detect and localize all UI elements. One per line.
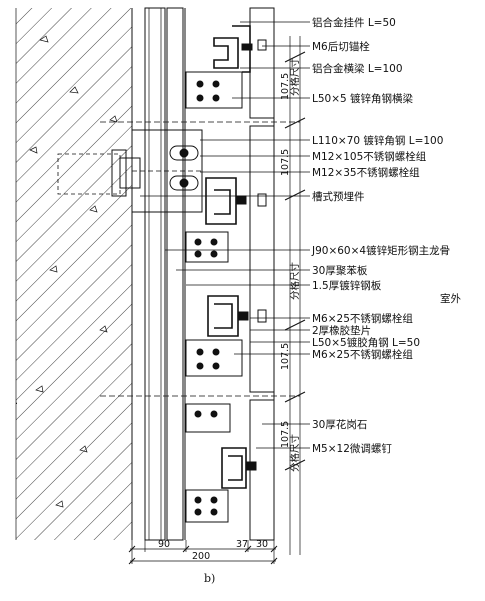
label-7: 槽式预埋件 [312, 190, 365, 203]
hanger-assembly-middle [185, 177, 267, 263]
label-2: 铝合金横梁 L=100 [312, 62, 403, 75]
hanger-assembly-bottom [185, 403, 257, 523]
dim-mid-107: 107.5 [280, 149, 291, 176]
label-1: M6后切锚栓 [312, 40, 370, 53]
polystyrene-board [166, 7, 184, 541]
label-14: M6×25不锈钢螺栓组 [312, 348, 413, 361]
exterior-label: 室外 [440, 292, 461, 305]
dim-low-107: 107.5 [280, 343, 291, 370]
wall-mark: · [15, 399, 18, 410]
bottom-dimension-lines [128, 540, 278, 565]
side-dimension-texts: 107.5 分格尺寸 107.5 分格尺寸 107.5 107.5 分格尺寸 [280, 57, 301, 472]
embedded-channel-bracket [57, 129, 203, 213]
bottom-dimension-texts: 90 37 30 200 [158, 539, 268, 562]
label-4: L110×70 镀锌角钢 L=100 [312, 134, 443, 147]
leader-lines [140, 21, 310, 449]
dim-mid-grid: 分格尺寸 [289, 261, 301, 300]
dim-bottom-grid: 分格尺寸 [289, 433, 301, 472]
label-6: M12×35不锈钢螺栓组 [312, 166, 420, 179]
label-0: 铝合金挂件 L=50 [312, 16, 396, 29]
label-13: L50×5镀胶角钢 L=50 [312, 336, 420, 349]
hanger-assembly-lower [185, 295, 267, 377]
vertical-dimension-lines [284, 36, 306, 555]
dim-200: 200 [192, 551, 210, 562]
dim-30: 30 [256, 539, 268, 550]
label-10: 1.5厚镀锌钢板 [312, 279, 382, 292]
label-16: M5×12微调螺钉 [312, 442, 392, 455]
dim-37: 37 [236, 539, 248, 550]
main-keel-tube [144, 7, 166, 541]
dim-upper-grid: 分格尺寸 [289, 57, 301, 96]
label-15: 30厚花岗石 [312, 418, 367, 431]
label-3: L50×5 镀锌角钢横梁 [312, 92, 414, 105]
label-5: M12×105不锈钢螺栓组 [312, 150, 427, 163]
dim-90: 90 [158, 539, 170, 550]
label-9: 30厚聚苯板 [312, 264, 368, 277]
dim-bottom-107: 107.5 [280, 421, 291, 448]
label-11: M6×25不锈钢螺栓组 [312, 312, 413, 325]
figure-caption: b) [204, 572, 215, 585]
label-12: 2厚橡胶垫片 [312, 324, 371, 337]
label-8: J90×60×4镀锌矩形钢主龙骨 [311, 244, 450, 257]
component-labels: 铝合金挂件 L=50 M6后切锚栓 铝合金横梁 L=100 L50×5 镀锌角钢… [311, 16, 450, 455]
dim-upper-107: 107.5 [280, 73, 291, 100]
joint-centre-lines [100, 121, 300, 397]
concrete-wall: · [15, 8, 133, 540]
hanger-assembly-upper [185, 25, 267, 109]
granite-panels [249, 7, 275, 541]
